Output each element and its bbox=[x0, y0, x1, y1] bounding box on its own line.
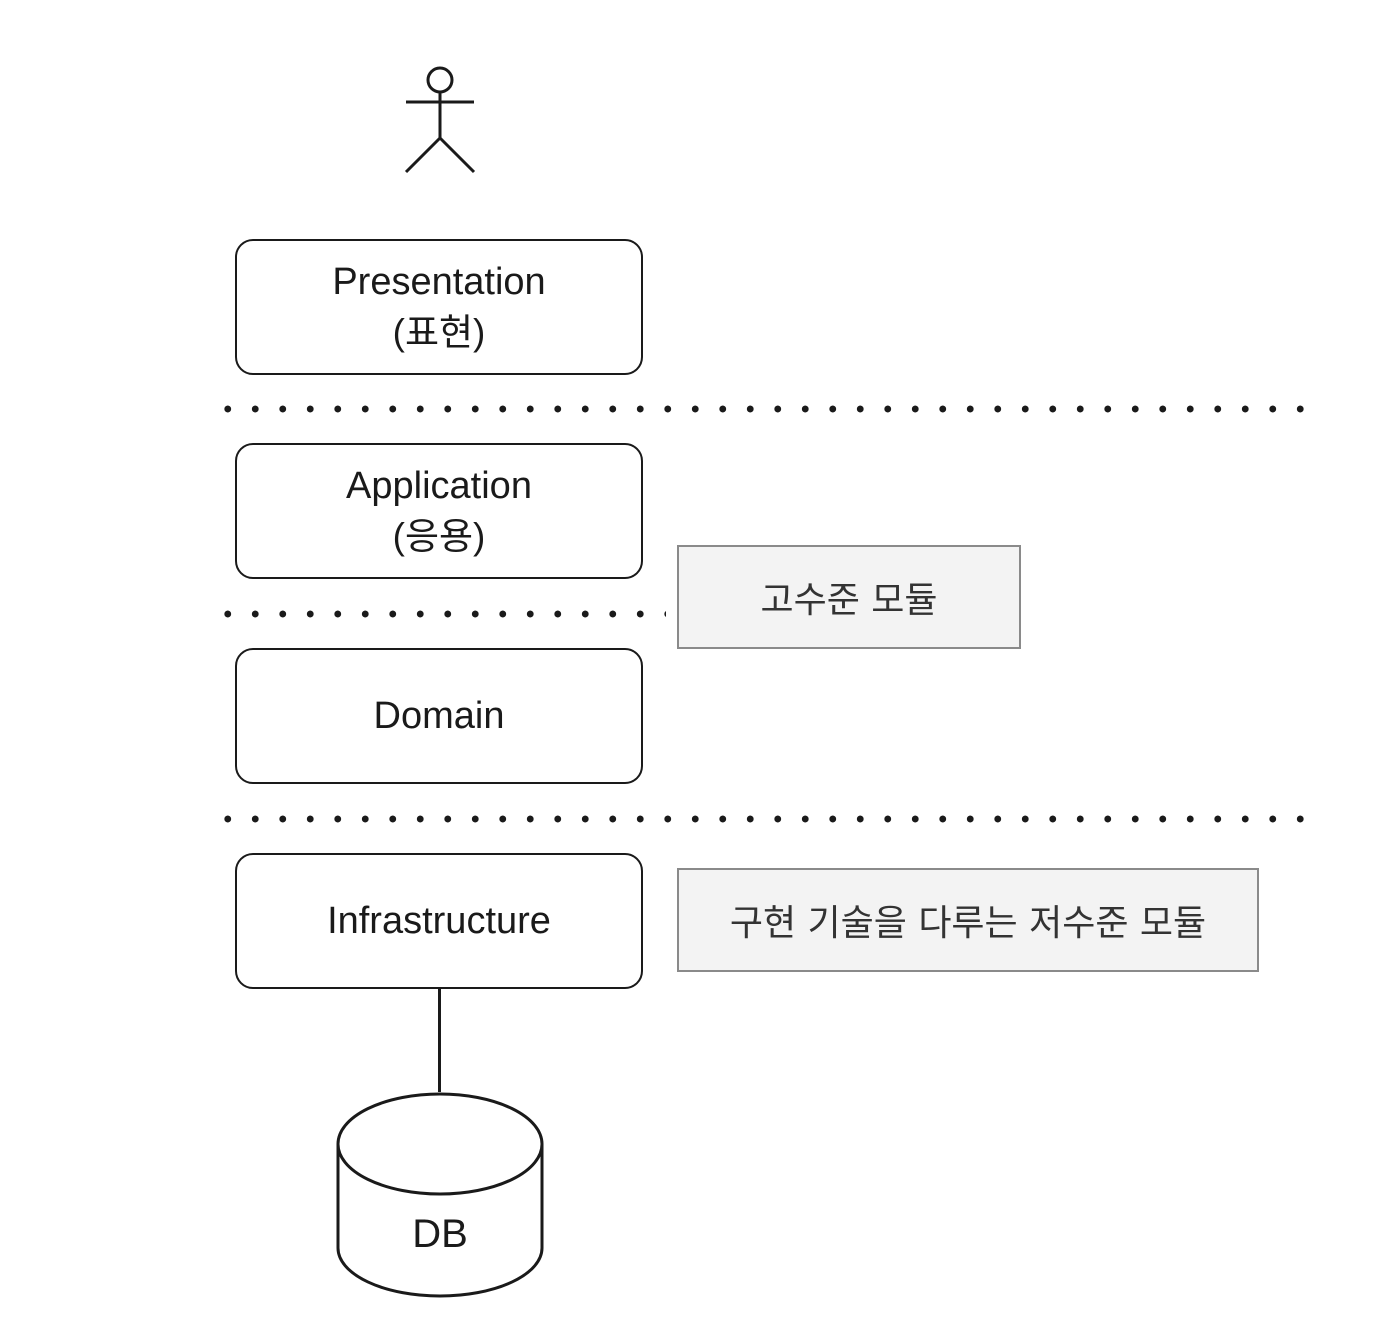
presentation-layer-title: Presentation bbox=[332, 261, 546, 303]
low-level-module-note: 구현 기술을 다루는 저수준 모듈 bbox=[677, 868, 1259, 972]
infrastructure-layer-title: Infrastructure bbox=[327, 900, 551, 942]
application-layer-subtitle: (응용) bbox=[392, 516, 486, 557]
database-label: DB bbox=[412, 1212, 468, 1256]
domain-layer-box: Domain bbox=[235, 648, 643, 784]
application-layer-title: Application bbox=[346, 465, 532, 507]
layer-divider-presentation-application bbox=[214, 405, 1322, 413]
low-level-module-label: 구현 기술을 다루는 저수준 모듈 bbox=[729, 903, 1207, 944]
high-level-module-note: 고수준 모듈 bbox=[677, 545, 1021, 649]
high-level-module-label: 고수준 모듈 bbox=[760, 580, 938, 621]
presentation-layer-box: Presentation (표현) bbox=[235, 239, 643, 375]
actor-icon bbox=[404, 66, 476, 174]
infrastructure-layer-box: Infrastructure bbox=[235, 853, 643, 989]
layer-divider-application-domain bbox=[214, 610, 666, 618]
database-cylinder-icon bbox=[336, 1092, 544, 1298]
infrastructure-db-connector bbox=[438, 988, 441, 1092]
domain-layer-title: Domain bbox=[373, 695, 505, 737]
layer-divider-domain-infrastructure bbox=[214, 815, 1322, 823]
application-layer-box: Application (응용) bbox=[235, 443, 643, 579]
presentation-layer-subtitle: (표현) bbox=[392, 312, 486, 353]
